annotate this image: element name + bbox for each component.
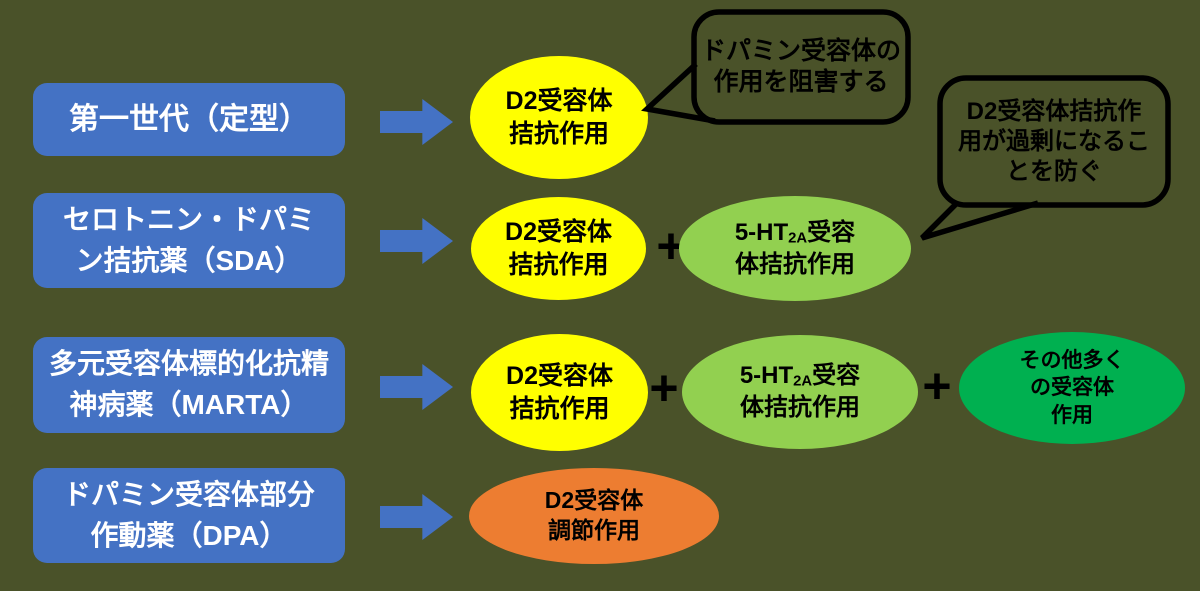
category-label: ン拮抗薬（SDA） (75, 244, 303, 276)
bubble-line: 作用を阻害する (713, 68, 889, 96)
ellipse-line: D2受容体 (544, 487, 644, 514)
category-label: ドパミン受容体部分 (62, 478, 315, 510)
ellipse-line: D2受容体 (505, 87, 613, 115)
ht2a-prefix: 5-HT (734, 218, 789, 246)
bubble-line: D2受容体拮抗作 (966, 97, 1142, 125)
ellipse-d2-antagonist-row1: D2受容体 拮抗作用 (470, 56, 648, 179)
ellipse-5ht2a-antagonist-row3: 5-HT2A受容 体拮抗作用 (682, 335, 918, 449)
category-box-first-generation: 第一世代（定型） (33, 83, 345, 156)
speech-bubble-2-text: D2受容体拮抗作 用が過剰になるこ とを防ぐ (940, 78, 1168, 205)
right-arrow-icon (380, 99, 453, 145)
ellipse-line: 5-HT2A受容 (735, 217, 855, 249)
ellipse-line: D2受容体 (506, 362, 613, 390)
ellipse-line: 体拮抗作用 (735, 250, 855, 278)
ellipse-line: 拮抗作用 (508, 119, 609, 148)
category-label: セロトニン・ドパミ (62, 203, 315, 235)
category-box-marta: 多元受容体標的化抗精 神病薬（MARTA） (33, 337, 345, 433)
speech-bubble-2-tail (920, 200, 1039, 241)
right-arrow-icon (380, 494, 453, 540)
right-arrow-icon (380, 364, 453, 410)
plus-sign: + (922, 358, 952, 414)
ellipse-line: 体拮抗作用 (740, 394, 860, 422)
bubble-line: 用が過剰になるこ (958, 127, 1150, 155)
ellipse-other-receptors: その他多く の受容体 作用 (959, 332, 1185, 444)
ellipse-5ht2a-antagonist-row2: 5-HT2A受容 体拮抗作用 (679, 196, 911, 301)
ellipse-d2-modulator: D2受容体 調節作用 (469, 468, 719, 564)
ht2a-suffix: 受容 (812, 362, 861, 390)
ht2a-subscript: 2A (788, 230, 808, 247)
ellipse-line: 拮抗作用 (509, 394, 610, 423)
ellipse-line: 5-HT2A受容 (740, 360, 860, 392)
ellipse-d2-antagonist-row3: D2受容体 拮抗作用 (471, 334, 648, 451)
category-label: 多元受容体標的化抗精 (48, 348, 329, 380)
bubble-line: とを防ぐ (1006, 157, 1102, 185)
category-box-sda: セロトニン・ドパミ ン拮抗薬（SDA） (33, 193, 345, 288)
ellipse-line: 拮抗作用 (508, 250, 609, 279)
category-box-dpa: ドパミン受容体部分 作動薬（DPA） (33, 468, 345, 563)
ellipse-line: D2受容体 (505, 218, 612, 246)
bubble-line: ドパミン受容体の (700, 36, 901, 65)
category-label: 作動薬（DPA） (90, 519, 288, 551)
category-label: 神病薬（MARTA） (69, 389, 309, 420)
speech-bubble-1-text: ドパミン受容体の 作用を阻害する (694, 12, 908, 122)
right-arrow-icon (380, 218, 453, 264)
ht2a-suffix: 受容 (807, 218, 856, 246)
category-label: 第一世代（定型） (69, 102, 309, 136)
ht2a-prefix: 5-HT (739, 362, 794, 390)
ellipse-line: その他多く (1019, 349, 1125, 373)
plus-sign: + (649, 360, 679, 416)
ellipse-line: 調節作用 (548, 517, 640, 543)
ellipse-d2-antagonist-row2: D2受容体 拮抗作用 (471, 197, 646, 300)
ellipse-line: の受容体 (1030, 376, 1114, 400)
ellipse-line: 作用 (1051, 403, 1093, 427)
ht2a-subscript: 2A (793, 374, 813, 391)
